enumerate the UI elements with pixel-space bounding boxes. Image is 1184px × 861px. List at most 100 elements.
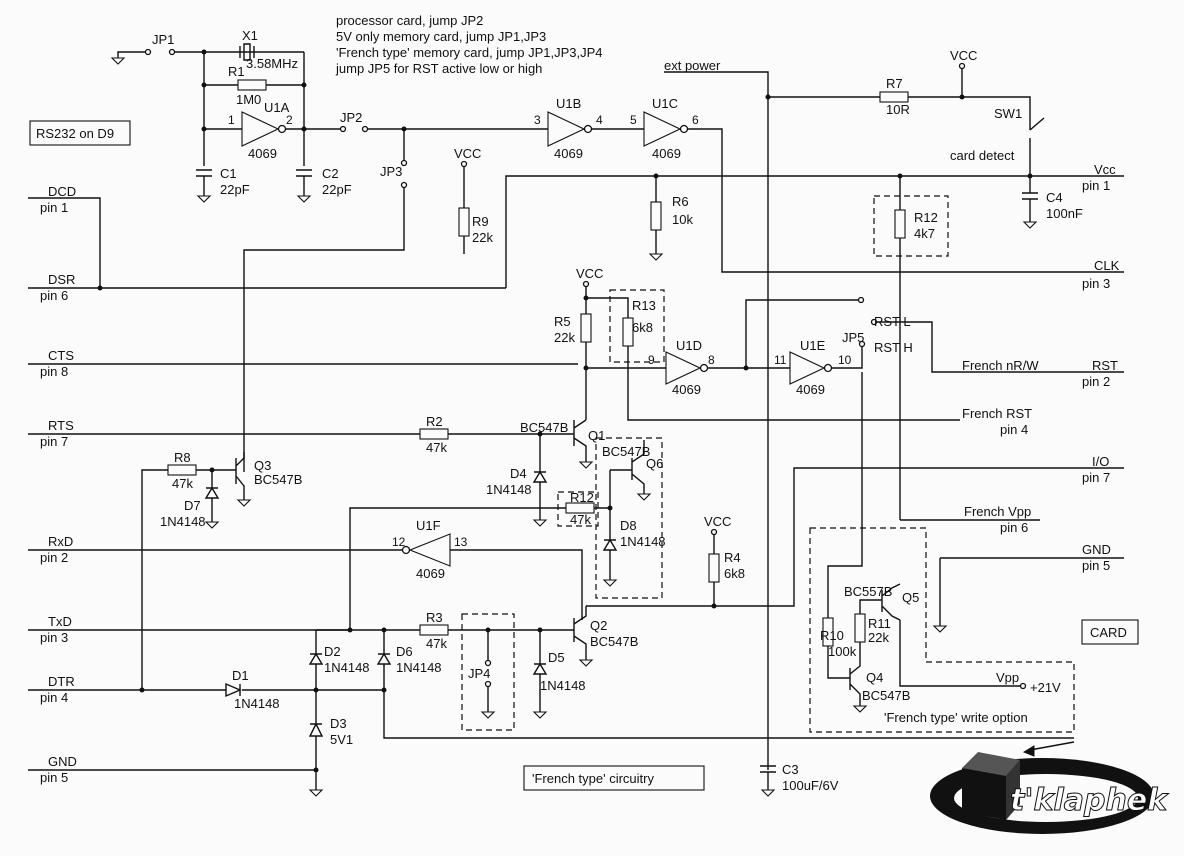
q1-part: BC547B — [520, 420, 568, 435]
rs232-label: RS232 on D9 — [36, 126, 114, 141]
q3-ref: Q3 — [254, 458, 271, 473]
transistor-q4 — [849, 654, 861, 706]
u1c-pin-out: 6 — [692, 113, 699, 127]
r3-ref: R3 — [426, 610, 443, 625]
r2-ref: R2 — [426, 414, 443, 429]
inverter-u1a — [241, 111, 280, 147]
r8-value: 47k — [172, 476, 193, 491]
q2-ref: Q2 — [590, 618, 607, 633]
diode-d6 — [376, 630, 1074, 739]
optional-box — [873, 195, 949, 257]
d1-ref: D1 — [232, 668, 249, 683]
ground-symbol — [110, 57, 126, 65]
inverter-u1d — [665, 351, 702, 385]
cts-name: CTS — [48, 348, 74, 363]
c4-ref: C4 — [1046, 190, 1063, 205]
u1f-ref: U1F — [416, 518, 441, 533]
q2-part: BC547B — [590, 634, 638, 649]
inverter-u1c — [643, 111, 682, 147]
gnd-name: GND — [48, 754, 77, 769]
dcd-pin: pin 1 — [40, 200, 68, 215]
supply-diodes: D1 1N4148 D2 1N4148 D3 5V1 D6 1N4148 — [225, 627, 1074, 797]
vpp-name: Vpp — [996, 670, 1019, 685]
clk-name: CLK — [1094, 258, 1120, 273]
transistor-q5 — [881, 583, 901, 621]
note-line-1: processor card, jump JP2 — [336, 13, 483, 28]
rst-h-label: RST H — [874, 340, 913, 355]
gnd-pin: pin 5 — [40, 770, 68, 785]
french-write-label: 'French type' write option — [884, 710, 1028, 725]
u1d-ref: U1D — [676, 338, 702, 353]
card-box — [1081, 619, 1139, 645]
resistor-r6 — [650, 201, 662, 231]
r11-ref: R11 — [868, 616, 891, 631]
rts-pin: pin 7 — [40, 434, 68, 449]
r12a-ref: R12 — [914, 210, 938, 225]
jp1-contact — [144, 48, 152, 56]
r6-value: 10k — [672, 212, 693, 227]
diode-d1 — [225, 682, 242, 698]
u1e-part: 4069 — [796, 382, 825, 397]
u1e-ref: U1E — [800, 338, 826, 353]
r1-value: 1M0 — [236, 92, 261, 107]
french-rst-name: French RST — [962, 406, 1032, 421]
rxd-section: 12 13 U1F 4069 — [392, 518, 583, 620]
vcc-pin-name: Vcc — [1094, 162, 1116, 177]
french-write-box — [809, 527, 1075, 733]
diode-d2 — [308, 630, 324, 790]
r2-value: 47k — [426, 440, 447, 455]
r3-value: 47k — [426, 636, 447, 651]
u1a-part: 4069 — [248, 146, 277, 161]
transistor-q2 — [573, 606, 587, 660]
rst-pin: pin 2 — [1082, 374, 1110, 389]
q5-part: BC557B — [844, 584, 892, 599]
french-vpp-pin: pin 6 — [1000, 520, 1028, 535]
rxd-name: RxD — [48, 534, 73, 549]
c3-ref: C3 — [782, 762, 799, 777]
u1e-pin-in: 11 — [774, 353, 787, 367]
resistor-r8 — [167, 464, 197, 476]
card-detect-label: card detect — [950, 148, 1015, 163]
u1d-pin-out: 8 — [708, 353, 715, 367]
r12-4k7-section: R12 4k7 — [873, 173, 949, 520]
resistor-r3 — [419, 624, 449, 636]
dtr-name: DTR — [48, 674, 75, 689]
q3-part: BC547B — [254, 472, 302, 487]
u1e-pin-out: 10 — [838, 353, 852, 367]
d7-part: 1N4148 — [160, 514, 206, 529]
card-connector: Vcc pin 1 CLK pin 3 French nR/W RST pin … — [900, 162, 1139, 645]
d1-part: 1N4148 — [234, 696, 280, 711]
txd-section: Q2 BC547B VCC R4 6k8 R3 47k JP4 D5 1N414… — [419, 467, 1124, 731]
transistor-q3 — [235, 452, 245, 500]
x1-ref: X1 — [242, 28, 258, 43]
r4-value: 6k8 — [724, 566, 745, 581]
resistor-r9 — [458, 207, 470, 237]
u1b-part: 4069 — [554, 146, 583, 161]
dsr-pin: pin 6 — [40, 288, 68, 303]
d6-part: 1N4148 — [396, 660, 442, 675]
transistor-q6 — [631, 440, 645, 494]
rs232-box — [29, 120, 131, 146]
d5-ref: D5 — [548, 650, 565, 665]
x1-value: 3.58MHz — [246, 56, 298, 71]
reset-section: VCC R5 22k R13 6k8 9 8 U1D 4069 11 10 U1… — [554, 266, 1124, 421]
power-section: ext power R7 10R VCC SW1 card detect C4 … — [505, 48, 1124, 797]
sw1-label: SW1 — [994, 106, 1022, 121]
r6-ref: R6 — [672, 194, 689, 209]
french-nrw-label: French nR/W — [962, 358, 1039, 373]
clock-chain: JP2 JP3 3 4 U1B 4069 5 6 U1C 4069 — [243, 96, 1124, 472]
gnd-right-name: GND — [1082, 542, 1111, 557]
dtr-pin: pin 4 — [40, 690, 68, 705]
diode-d7 — [204, 470, 220, 522]
jp2-contact — [339, 125, 347, 133]
jp2-contact — [361, 125, 369, 133]
vcc-label: VCC — [950, 48, 977, 63]
io-pin: pin 7 — [1082, 470, 1110, 485]
ext-power-label: ext power — [664, 58, 721, 73]
d7-ref: D7 — [184, 498, 201, 513]
q4-part: BC547B — [862, 688, 910, 703]
d4-part: 1N4148 — [486, 482, 532, 497]
c2-ref: C2 — [322, 166, 339, 181]
